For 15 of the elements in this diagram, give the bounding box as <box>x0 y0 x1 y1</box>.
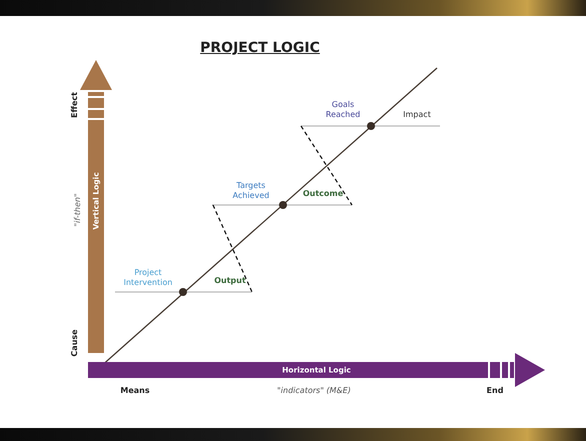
diagram-title: PROJECT LOGIC <box>199 40 321 56</box>
axis-label: Targets Achieved <box>232 181 270 201</box>
axis-label: Outcome <box>302 189 344 199</box>
axis-label: Goals Reached <box>324 100 362 120</box>
axis-label: "if-then" <box>73 192 83 229</box>
axis-label: Impact <box>402 110 432 120</box>
horizontal-arrow <box>88 353 545 387</box>
vertical-arrow <box>80 60 112 353</box>
axis-label: Output <box>213 276 247 286</box>
axis-label: Effect <box>70 91 80 120</box>
axis-label: End <box>486 386 504 396</box>
axis-label: Project Intervention <box>122 268 174 288</box>
axis-label: Means <box>119 386 151 396</box>
axis-label: Cause <box>70 328 80 359</box>
axis-label: "indicators" (M&E) <box>276 386 352 396</box>
